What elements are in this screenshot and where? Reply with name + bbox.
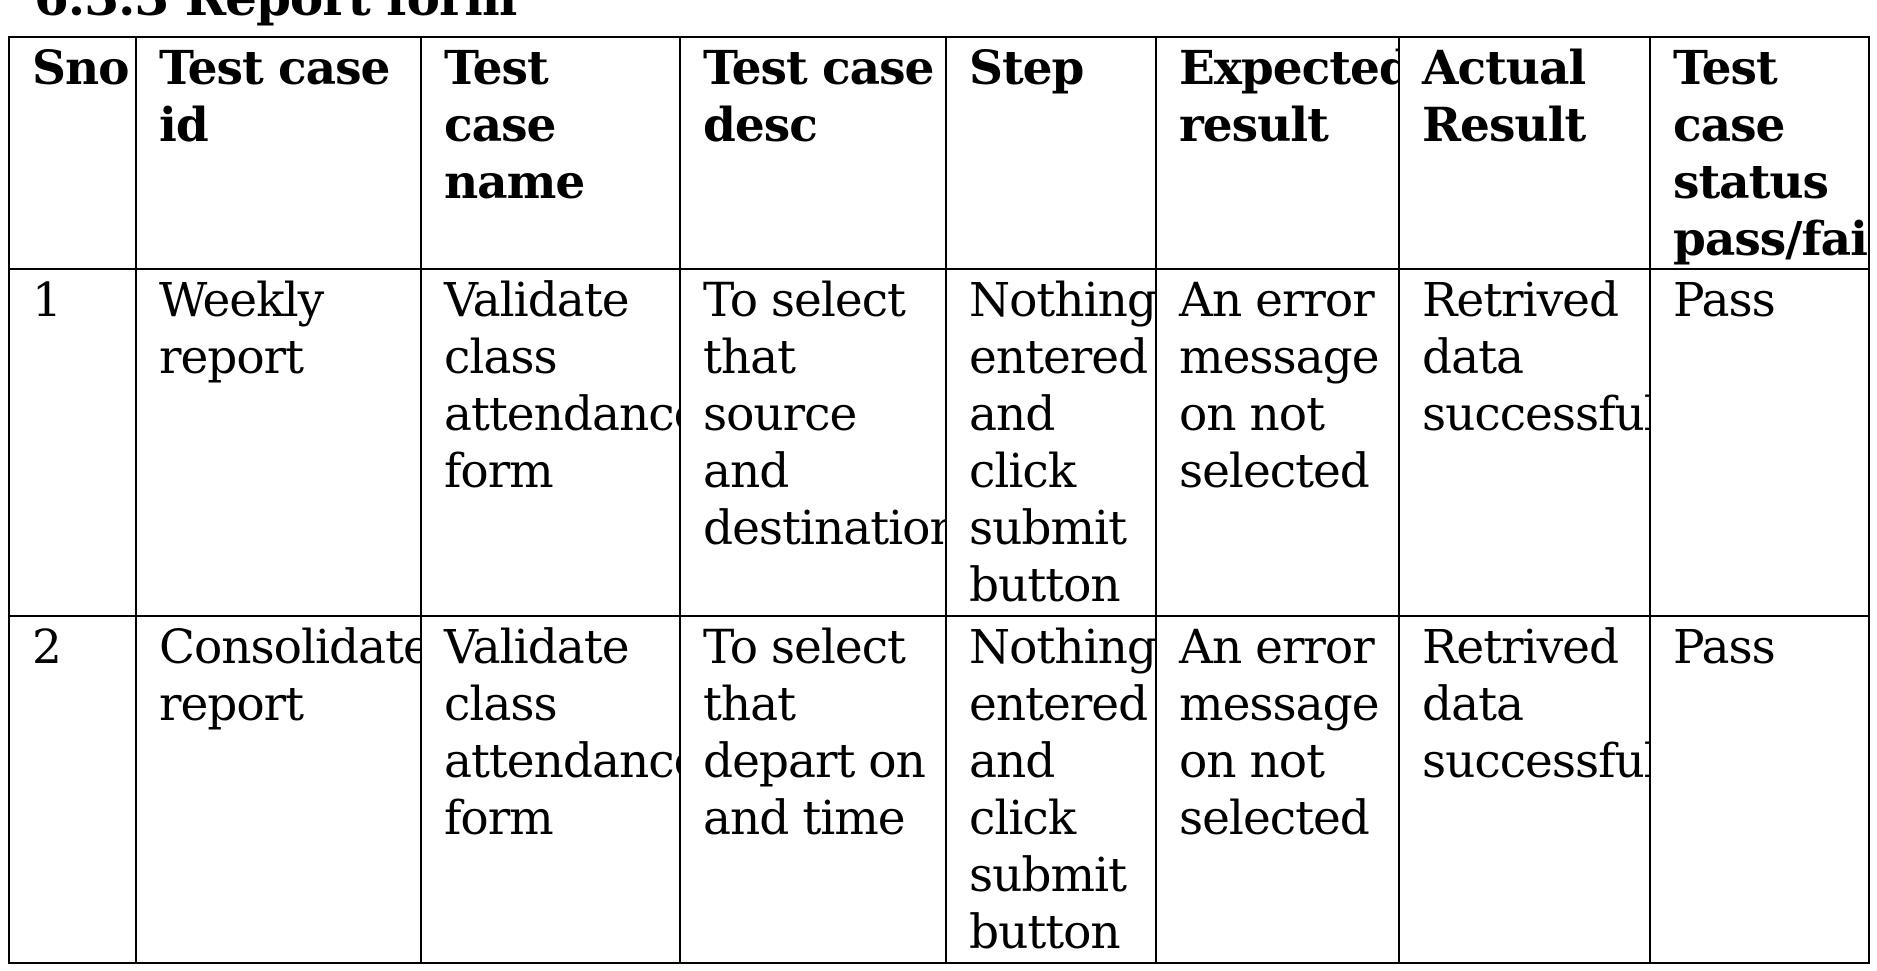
report-form-table: Sno Test case id Test case name Test cas… [8,36,1870,964]
cell-test-case-id: Consolidate report [135,615,422,964]
section-heading: 6.3.3 Report form [34,0,517,26]
column-header-test-case-name: Test case name [420,36,681,270]
column-header-test-case-desc: Test case desc [679,36,947,270]
cell-actual-result: Retrived data successful [1398,268,1651,617]
cell-test-case-desc: To select that depart on and time [679,615,947,964]
cell-sno: 1 [8,268,137,617]
column-header-test-case-status: Test case status pass/fail [1649,36,1870,270]
column-header-expected-result: Expected result [1155,36,1400,270]
cell-test-case-status: Pass [1649,268,1870,617]
cell-step: Nothing entered and click submit button [945,268,1157,617]
column-header-actual-result: Actual Result [1398,36,1651,270]
cell-sno: 2 [8,615,137,964]
column-header-test-case-id: Test case id [135,36,422,270]
table-row: 1 Weekly report Validate class attendanc… [8,268,1870,617]
cell-test-case-name: Validate class attendance form [420,615,681,964]
column-header-step: Step [945,36,1157,270]
cell-test-case-desc: To select that source and destination [679,268,947,617]
cell-test-case-id: Weekly report [135,268,422,617]
cell-expected-result: An error message on not selected [1155,615,1400,964]
cell-test-case-name: Validate class attendance form [420,268,681,617]
table-header-row: Sno Test case id Test case name Test cas… [8,36,1870,270]
column-header-sno: Sno [8,36,137,270]
table-row: 2 Consolidate report Validate class atte… [8,615,1870,964]
cell-actual-result: Retrived data successful [1398,615,1651,964]
cell-test-case-status: Pass [1649,615,1870,964]
cell-step: Nothing entered and click submit button [945,615,1157,964]
cell-expected-result: An error message on not selected [1155,268,1400,617]
